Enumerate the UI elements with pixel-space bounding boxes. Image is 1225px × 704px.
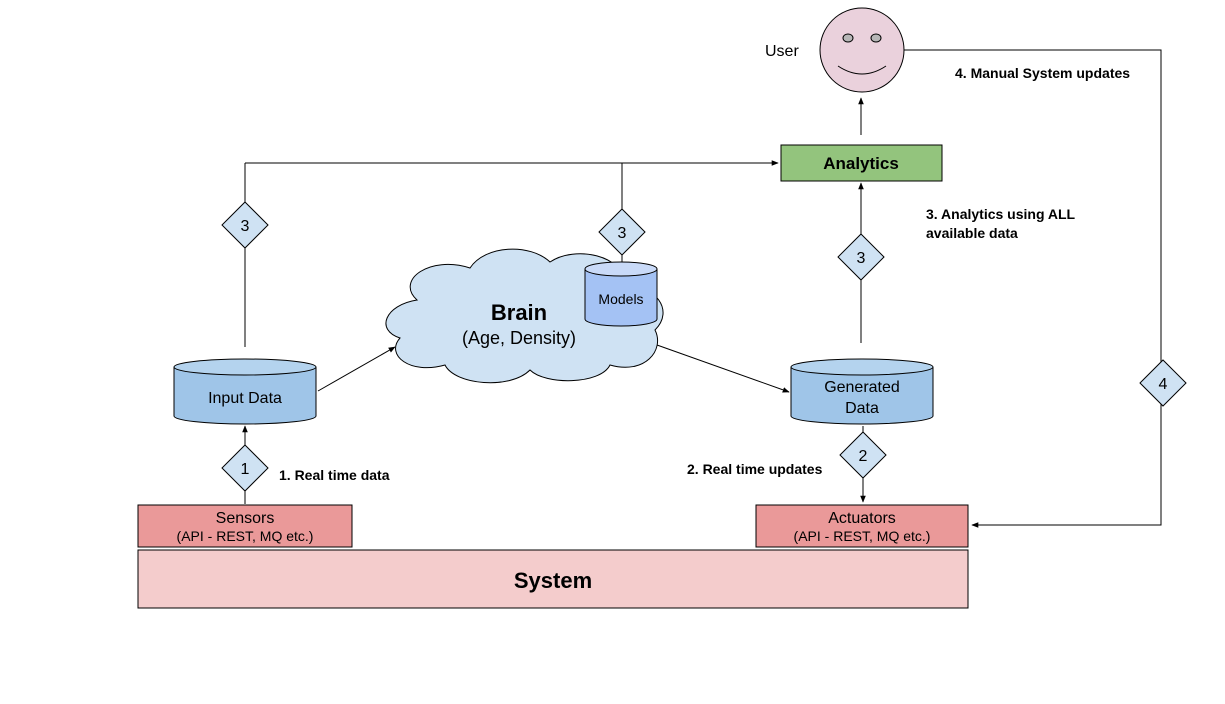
step-2-label: 2. Real time updates [687,461,823,477]
models-database-icon: Models [584,261,658,327]
smile [837,65,887,75]
system-label: System [514,568,592,593]
step-4-label: 4. Manual System updates [955,65,1130,81]
input-data-label: Input Data [208,390,282,407]
face-circle [819,7,905,93]
diamond-shape [221,201,269,249]
diamond-number: 2 [859,448,868,465]
user-label: User [765,43,799,60]
diamond-shape [839,431,887,479]
generated-data-database-icon: Generated Data [790,358,934,425]
diamond-number: 1 [241,461,250,478]
input-to-brain-connector [317,346,396,392]
diamond-2: 2 [839,431,887,479]
input-data-cylinder-body [173,367,317,425]
actuators-label: Actuators [828,510,896,527]
diamond-number: 3 [857,250,866,267]
generated-data-label-line2: Data [845,400,879,417]
sensors-sublabel: (API - REST, MQ etc.) [177,528,314,544]
brain-title: Brain [491,300,547,325]
manual-updates-connector [904,49,1162,528]
sensors-label: Sensors [216,510,275,527]
models-cylinder-top [584,261,658,277]
step-1-label: 1. Real time data [279,467,390,483]
step-3-label-line1: 3. Analytics using ALL [926,206,1076,222]
system-box [137,549,969,609]
diamond-number: 3 [241,218,250,235]
generated-data-label-line1: Generated [824,379,900,396]
actuators-sublabel: (API - REST, MQ etc.) [794,528,931,544]
diamond-shape [837,233,885,281]
diamond-1: 1 [221,444,269,492]
generated-data-cylinder-body [790,367,934,425]
step-3-label-line2: available data [926,225,1018,241]
diamond-4: 4 [1139,359,1187,407]
analytics-box [780,144,943,182]
actuators-box [755,504,969,548]
analytics-label: Analytics [823,154,899,173]
diamond-number: 3 [618,225,627,242]
diamond-3-brain: 3 [598,208,646,256]
diamond-shape [598,208,646,256]
input-data-cylinder-top [173,358,317,376]
models-cylinder-body [584,269,658,327]
diamond-3-input: 3 [221,201,269,249]
diamond-shape [1139,359,1187,407]
left-eye [842,33,854,43]
right-eye [870,33,882,43]
diamond-3-generated: 3 [837,233,885,281]
input-data-database-icon: Input Data [173,358,317,425]
generated-data-cylinder-top [790,358,934,376]
models-label: Models [598,291,643,307]
diamond-number: 4 [1159,376,1168,393]
brain-subtitle: (Age, Density) [462,328,576,348]
brain-to-generated-connector [656,344,790,393]
sensors-box [137,504,353,548]
diamond-shape [221,444,269,492]
user-face-icon [819,7,905,93]
